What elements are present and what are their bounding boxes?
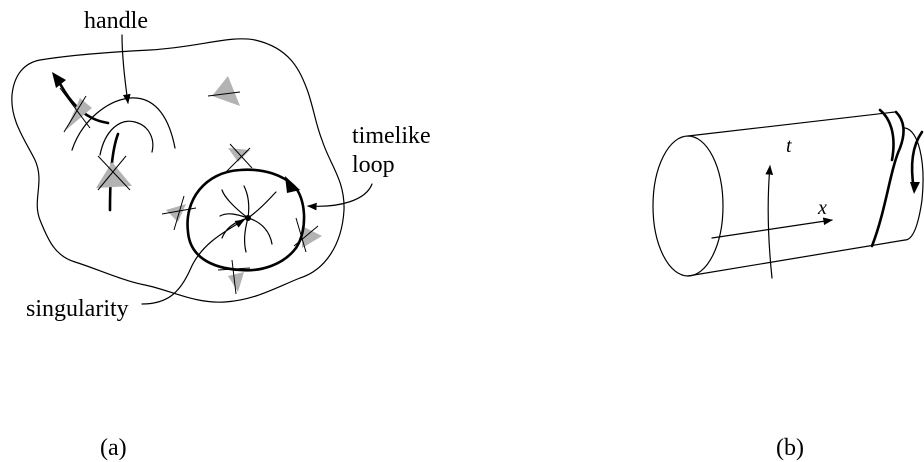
cylinder-right-edge [904, 127, 924, 241]
caption-a: (a) [100, 435, 127, 461]
timelike-loop-label-line1: timelike [352, 123, 431, 149]
cylinder-left-cap [652, 135, 724, 277]
singularity-arrow [141, 219, 245, 305]
panel-b: t x (b) [652, 108, 924, 461]
timelike-loop [186, 168, 306, 272]
x-axis-arrow [711, 217, 833, 239]
panel-a: handle [11, 8, 431, 461]
timelike-loop-arrowhead [285, 176, 300, 193]
timelike-loop-arrow [307, 183, 373, 211]
x-axis-label: x [817, 197, 827, 219]
handle-inner-curve [99, 120, 154, 156]
worldline-left-arrowhead [52, 72, 66, 88]
spacetime-region-outline [11, 38, 345, 303]
light-cone [59, 87, 92, 133]
singularity-rays [219, 185, 277, 253]
cylinder-top-edge [687, 111, 896, 137]
worldline-cylinder-arrowhead [910, 182, 920, 194]
t-axis-arrow [765, 165, 774, 279]
worldline-cylinder-right [910, 130, 924, 192]
cylinder-bottom-edge [687, 239, 906, 277]
timelike-loop-label-line2: loop [352, 152, 395, 178]
singularity-label: singularity [26, 296, 129, 322]
light-cone [225, 143, 253, 173]
handle-arrow [121, 34, 131, 104]
worldline-cylinder-back [878, 108, 895, 162]
worldline-left-upper [56, 78, 110, 125]
worldline-cylinder-front [870, 110, 905, 248]
handle-label: handle [84, 8, 148, 34]
light-cones [59, 76, 322, 295]
light-cone [207, 76, 241, 106]
caption-b: (b) [776, 435, 804, 461]
t-axis-label: t [786, 135, 792, 157]
light-cone [96, 155, 132, 191]
light-cone [217, 259, 251, 295]
